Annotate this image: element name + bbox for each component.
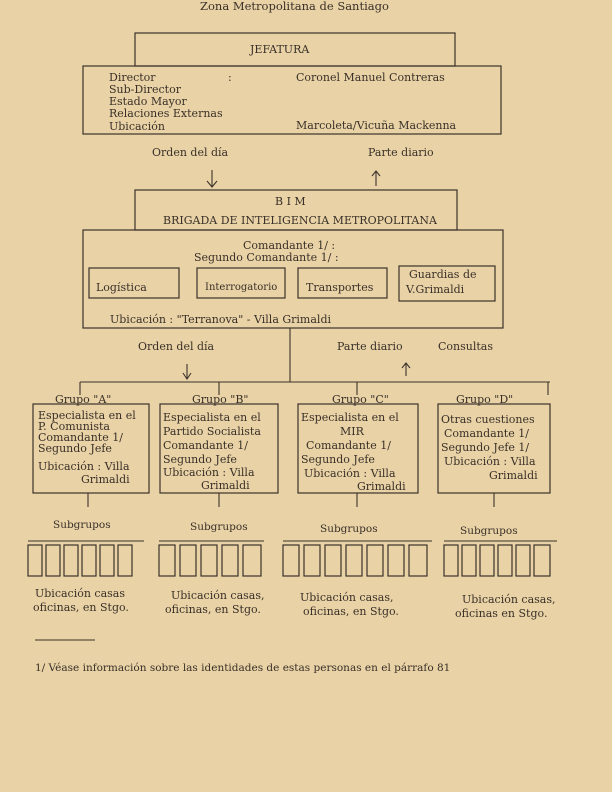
- subgroups-d-label: Subgrupos: [460, 525, 518, 537]
- group-b-line-2: Partido Socialista: [163, 425, 261, 438]
- unit-box-guardias: [398, 265, 496, 302]
- group-box-c: [297, 403, 419, 494]
- subgroups-d-location-2: oficinas en Stgo.: [455, 607, 548, 620]
- group-b-line-4: Segundo Jefe: [163, 453, 237, 466]
- group-b-line-3: Comandante 1/: [163, 439, 248, 452]
- subgroups-b-boxes: [158, 540, 264, 577]
- group-d-line-3: Segundo Jefe 1/: [441, 441, 530, 454]
- jefatura-location: Marcoleta/Vicuña Mackenna: [296, 119, 457, 132]
- unit-guardias-line1: Guardias de: [409, 268, 477, 281]
- group-a-line-1: Especialista en el: [38, 409, 136, 422]
- arrow-orden-top-head: [206, 180, 218, 188]
- jefatura-label-estado-mayor: Estado Mayor: [109, 95, 187, 108]
- group-b-location-1: Ubicación : Villa: [163, 466, 255, 479]
- jefatura-colon: :: [228, 71, 232, 84]
- subgroups-b-location-2: oficinas, en Stgo.: [165, 603, 261, 616]
- footnote: 1/ Véase información sobre las identidad…: [35, 662, 451, 674]
- group-d-location-1: Ubicación : Villa: [444, 455, 536, 468]
- subgroups-c-location-2: oficinas, en Stgo.: [303, 605, 399, 618]
- group-b-name: Grupo "B": [192, 393, 249, 406]
- jefatura-label-ubicacion: Ubicación: [109, 120, 165, 133]
- bim-abbr: B I M: [275, 195, 306, 208]
- subgroups-a-location-2: oficinas, en Stgo.: [33, 601, 129, 614]
- arrow-orden-mid-head: [182, 372, 192, 380]
- link-parte-diario-mid: Parte diario: [337, 340, 403, 353]
- jefatura-label-director: Director: [109, 71, 156, 84]
- unit-box-logistica: [88, 267, 180, 299]
- group-c-location-1: Ubicación : Villa: [304, 467, 396, 480]
- group-c-line-4: Segundo Jefe: [301, 453, 375, 466]
- group-c-line-2: MIR: [340, 425, 364, 438]
- group-box-a: [32, 403, 150, 494]
- link-orden-del-dia-top: Orden del día: [152, 146, 229, 159]
- subgroups-b-location-1: Ubicación casas,: [171, 589, 265, 602]
- subgroups-c-location-1: Ubicación casas,: [300, 591, 394, 604]
- group-a-line-4: Segundo Jefe: [38, 442, 112, 455]
- group-b-line-1: Especialista en el: [163, 411, 261, 424]
- bim-content-box: [82, 229, 504, 329]
- jefatura-label-subdirector: Sub-Director: [109, 83, 181, 96]
- link-consultas: Consultas: [438, 340, 493, 353]
- jefatura-label-relaciones: Relaciones Externas: [109, 107, 223, 120]
- link-parte-diario-top: Parte diario: [368, 146, 434, 159]
- subgroups-c-boxes: [282, 540, 432, 577]
- bim-full-name: BRIGADA DE INTELIGENCIA METROPOLITANA: [163, 214, 437, 227]
- group-c-line-3: Comandante 1/: [306, 439, 391, 452]
- subgroups-a-label: Subgrupos: [53, 519, 111, 531]
- subgroups-a-boxes: [27, 540, 144, 577]
- unit-box-interrogatorio: [196, 267, 286, 299]
- group-a-name: Grupo "A": [55, 393, 112, 406]
- arrow-parte-top-head: [371, 170, 381, 177]
- group-c-line-1: Especialista en el: [301, 411, 399, 424]
- unit-transportes: Transportes: [306, 281, 374, 294]
- group-a-location-1: Ubicación : Villa: [38, 460, 130, 473]
- arrow-parte-mid-head: [401, 362, 411, 369]
- bim-location: Ubicación : "Terranova" - Villa Grimaldi: [110, 313, 331, 326]
- subgroups-d-boxes: [443, 540, 557, 577]
- page-header: Zona Metropolitana de Santiago: [200, 0, 389, 13]
- unit-guardias-line2: V.Grimaldi: [406, 283, 465, 296]
- group-d-location-2: Grimaldi: [489, 469, 538, 482]
- jefatura-title: JEFATURA: [250, 43, 310, 56]
- bim-comandante: Comandante 1/ :: [243, 239, 336, 252]
- unit-box-transportes: [297, 267, 388, 299]
- group-a-location-2: Grimaldi: [81, 473, 130, 486]
- subgroups-a-location-1: Ubicación casas: [35, 587, 125, 600]
- group-d-line-2: Comandante 1/: [444, 427, 529, 440]
- unit-interrogatorio: Interrogatorio: [205, 282, 278, 293]
- subgroups-c-label: Subgrupos: [320, 523, 378, 535]
- group-d-name: Grupo "D": [456, 393, 514, 406]
- group-d-line-1: Otras cuestiones: [441, 413, 535, 426]
- group-a-line-3: Comandante 1/: [38, 431, 123, 444]
- jefatura-director-name: Coronel Manuel Contreras: [296, 71, 445, 84]
- group-c-location-2: Grimaldi: [357, 480, 406, 493]
- link-orden-del-dia-mid: Orden del día: [138, 340, 215, 353]
- bim-segundo-comandante: Segundo Comandante 1/ :: [194, 251, 339, 264]
- subgroups-b-label: Subgrupos: [190, 521, 248, 533]
- subgroups-d-location-1: Ubicación casas,: [462, 593, 556, 606]
- group-b-location-2: Grimaldi: [201, 479, 250, 492]
- jefatura-content-box: [82, 65, 502, 135]
- group-a-line-2: P. Comunista: [38, 420, 110, 433]
- group-c-name: Grupo "C": [332, 393, 389, 406]
- unit-logistica: Logística: [96, 281, 147, 294]
